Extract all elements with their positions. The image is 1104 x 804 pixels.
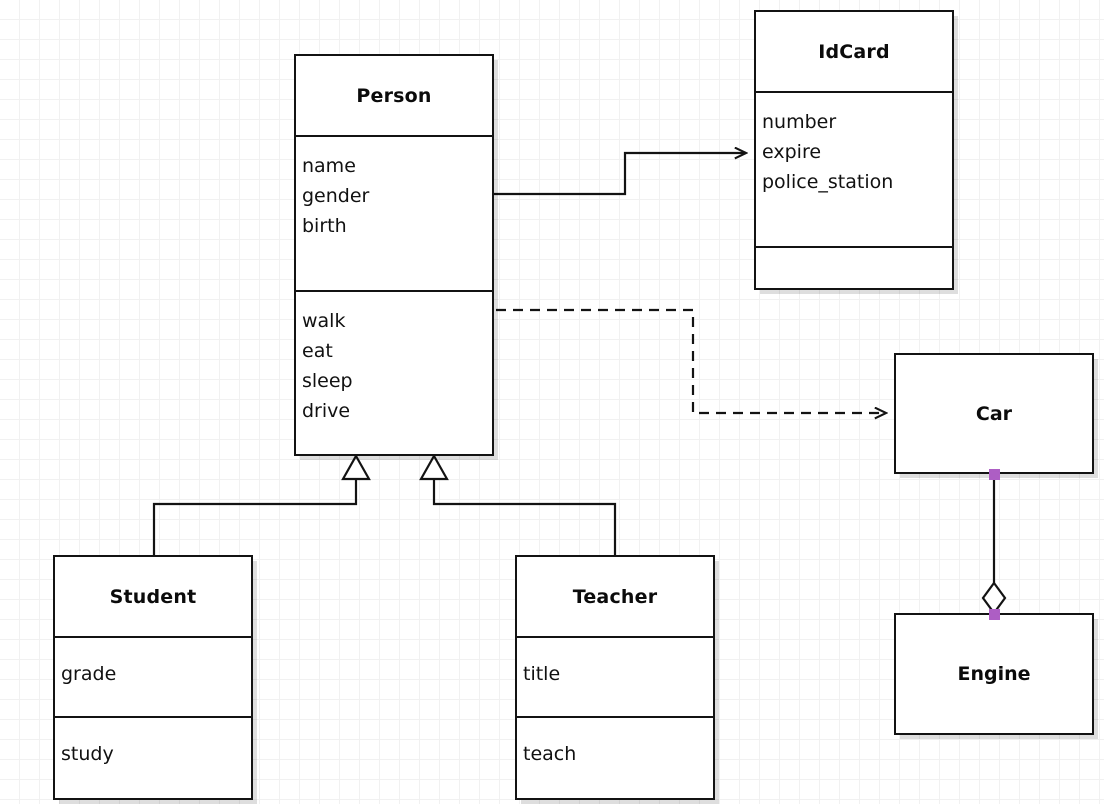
class-name-idcard: IdCard: [818, 40, 890, 63]
idcard-attributes-compartment: number expire police_station: [756, 91, 952, 246]
edge-student-person[interactable]: [152, 453, 371, 555]
teacher-attributes-compartment: title: [517, 636, 713, 716]
edge-endpoint-handle-car[interactable]: [989, 469, 1000, 480]
class-box-engine[interactable]: Engine: [894, 613, 1094, 735]
class-box-student[interactable]: Student grade study: [53, 555, 253, 800]
edge-endpoint-handle-engine[interactable]: [989, 609, 1000, 620]
person-method-list: walk eat sleep drive: [296, 292, 492, 426]
attribute-item: title: [523, 663, 561, 685]
idcard-attribute-list: number expire police_station: [756, 93, 952, 197]
idcard-name-compartment: IdCard: [756, 12, 952, 91]
teacher-name-compartment: Teacher: [517, 557, 713, 636]
edge-person-idcard[interactable]: [494, 153, 746, 196]
class-box-teacher[interactable]: Teacher title teach: [515, 555, 715, 800]
method-item: eat: [302, 340, 333, 362]
attribute-item: police_station: [762, 171, 894, 193]
student-attribute-list: grade: [55, 638, 251, 689]
attribute-item: expire: [762, 141, 822, 163]
edge-person-car[interactable]: [496, 308, 886, 413]
edge-teacher-person[interactable]: [419, 453, 617, 555]
method-item: walk: [302, 310, 346, 332]
class-name-car: Car: [975, 402, 1013, 425]
student-method-list: study: [55, 718, 251, 769]
person-name-compartment: Person: [296, 56, 492, 135]
student-attributes-compartment: grade: [55, 636, 251, 716]
teacher-method-list: teach: [517, 718, 713, 769]
attribute-item: grade: [61, 663, 117, 685]
method-item: study: [61, 743, 114, 765]
class-box-idcard[interactable]: IdCard number expire police_station: [754, 10, 954, 290]
person-methods-compartment: walk eat sleep drive: [296, 290, 492, 454]
student-name-compartment: Student: [55, 557, 251, 636]
attribute-item: gender: [302, 185, 370, 207]
person-attribute-list: name gender birth: [296, 137, 492, 241]
edge-car-engine[interactable]: [981, 474, 1007, 615]
class-name-engine: Engine: [957, 663, 1031, 685]
student-methods-compartment: study: [55, 716, 251, 798]
teacher-methods-compartment: teach: [517, 716, 713, 798]
teacher-attribute-list: title: [517, 638, 713, 689]
method-item: drive: [302, 400, 351, 422]
attribute-item: number: [762, 111, 837, 133]
class-box-car[interactable]: Car: [894, 353, 1094, 474]
attribute-item: name: [302, 155, 356, 177]
class-box-person[interactable]: Person name gender birth walk eat sleep …: [294, 54, 494, 456]
idcard-methods-compartment: [756, 246, 952, 288]
method-item: sleep: [302, 370, 353, 392]
class-name-student: Student: [109, 585, 197, 608]
class-name-teacher: Teacher: [572, 585, 658, 608]
method-item: teach: [523, 743, 577, 765]
attribute-item: birth: [302, 215, 347, 237]
class-name-person: Person: [356, 84, 432, 107]
person-attributes-compartment: name gender birth: [296, 135, 492, 290]
